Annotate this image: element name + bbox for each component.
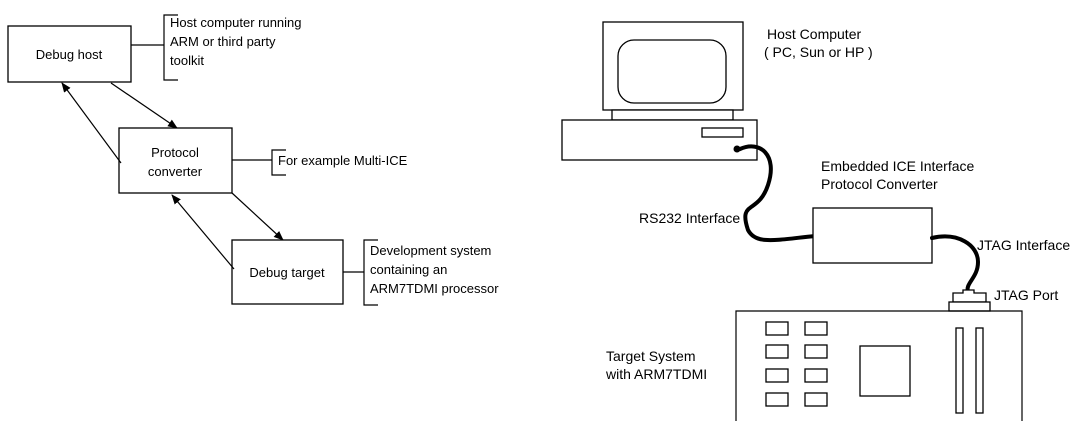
arm-processor-chip-icon: [859, 345, 911, 397]
arrow-converter-to-target: [231, 192, 284, 241]
host-note-line1: Host computer running: [170, 15, 302, 30]
host-note-line2: ARM or third party: [170, 34, 276, 49]
jtag-port-connector-icon: [948, 289, 991, 312]
rs232-label: RS232 Interface: [639, 210, 740, 226]
right-hardware-diagram: Host Computer ( PC, Sun or HP ) RS232 In…: [561, 21, 1070, 421]
target-note-line2: containing an: [370, 262, 447, 277]
target-system-label-line2: with ARM7TDMI: [605, 366, 707, 382]
converter-note-line1: For example Multi-ICE: [278, 153, 408, 168]
protocol-converter-label-line1: Protocol: [151, 145, 199, 160]
jtag-interface-label: JTAG Interface: [977, 237, 1070, 253]
target-note-line1: Development system: [370, 243, 491, 258]
arrow-target-to-converter: [171, 194, 235, 270]
monitor-icon: [602, 21, 744, 121]
host-computer-types-label: ( PC, Sun or HP ): [764, 44, 873, 60]
jtag-port-label: JTAG Port: [994, 287, 1058, 303]
debug-target-box: Debug target: [231, 239, 344, 305]
ice-converter-label-line2: Protocol Converter: [821, 176, 938, 192]
target-board: [735, 310, 1023, 421]
rs232-cable: [738, 144, 817, 243]
host-computer-label: Host Computer: [767, 26, 861, 42]
converter-note-callout: For example Multi-ICE: [232, 149, 408, 176]
target-note-line3: ARM7TDMI processor: [370, 281, 499, 296]
ice-converter-box: [812, 207, 933, 264]
protocol-converter-label-line2: converter: [148, 164, 203, 179]
debug-host-box: Debug host: [7, 25, 132, 83]
arrow-converter-to-host: [61, 82, 122, 164]
left-block-diagram: Debug host Protocol converter Debug targ…: [7, 14, 499, 306]
debug-host-label: Debug host: [36, 47, 103, 62]
host-note-line3: toolkit: [170, 53, 204, 68]
arrow-host-to-converter: [110, 82, 178, 129]
host-note-callout: Host computer running ARM or third party…: [131, 14, 302, 81]
debug-target-label: Debug target: [249, 265, 325, 280]
ice-converter-label-line1: Embedded ICE Interface: [821, 158, 975, 174]
target-system-label-line1: Target System: [606, 348, 695, 364]
target-note-callout: Development system containing an ARM7TDM…: [343, 239, 499, 306]
jtag-cable: [930, 234, 981, 294]
protocol-converter-box: Protocol converter: [118, 127, 233, 194]
pc-base-unit-icon: [561, 119, 758, 161]
